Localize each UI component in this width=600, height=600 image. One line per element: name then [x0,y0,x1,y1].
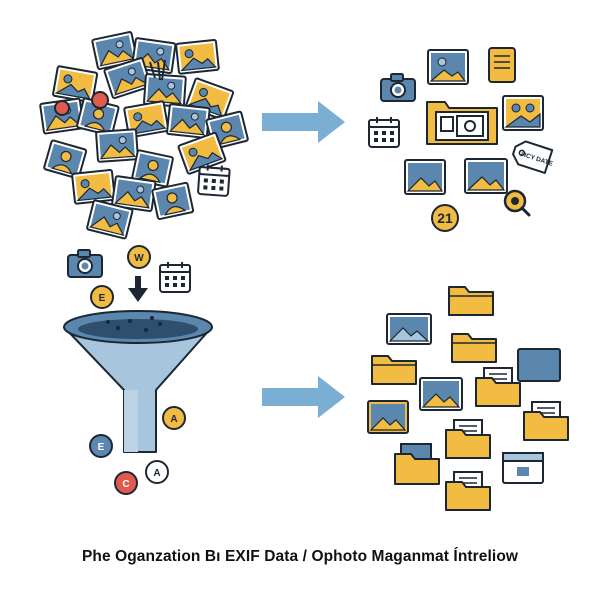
funnel-inputs: W E [67,245,191,309]
calendar-icon [159,261,191,293]
svg-text:A: A [153,468,160,479]
folder-doc-icon [475,367,521,407]
photo-icon [502,95,544,131]
arrow-right-icon [262,376,345,418]
folder-icon [371,355,417,385]
coin-w: W [127,245,151,269]
photo-icon [386,313,432,345]
calendar-icon [368,116,400,148]
svg-text:E: E [99,293,106,304]
photo-icon [464,158,508,194]
tag-icon: #ICY DATE [512,140,554,174]
folder-icon [448,286,494,316]
coin-e: E [89,434,113,458]
folder-icon [451,333,497,363]
svg-text:W: W [134,253,144,264]
svg-text:21: 21 [437,210,453,226]
svg-text:A: A [170,414,177,425]
document-icon [488,47,516,83]
svg-text:E: E [98,442,105,453]
funnel-icon [63,310,213,453]
diagram-caption: Phe Oganzation Bı EXIF Data / Ophoto Mag… [81,548,519,565]
funnel-outputs: A E C A [89,406,186,495]
photo-icon [517,348,561,382]
organized-folders [367,286,569,511]
folder-photo-icon [394,443,440,485]
coin-c: C [114,471,138,495]
photo-icon [419,377,463,411]
photo-pile [39,30,250,240]
folder-doc-icon [523,401,569,441]
window-icon [502,452,544,484]
organized-icons: #ICY DATE 21 [368,47,554,232]
coin-e: E [90,285,114,309]
folder-doc-icon [445,419,491,459]
arrow-right-icon [262,101,345,143]
folder-doc-icon [445,471,491,511]
arrow-down-icon [128,276,148,302]
magnifier-icon [503,189,531,217]
photo-icon [404,159,446,195]
camera-icon [67,249,103,278]
photo-icon [427,49,469,85]
camera-icon [380,73,416,102]
date-badge: 21 [431,204,459,232]
photo-icon [367,400,409,434]
svg-text:C: C [122,479,129,490]
coin-a: A [162,406,186,430]
photo-folder-icon [426,101,498,145]
coin-a: A [145,460,169,484]
